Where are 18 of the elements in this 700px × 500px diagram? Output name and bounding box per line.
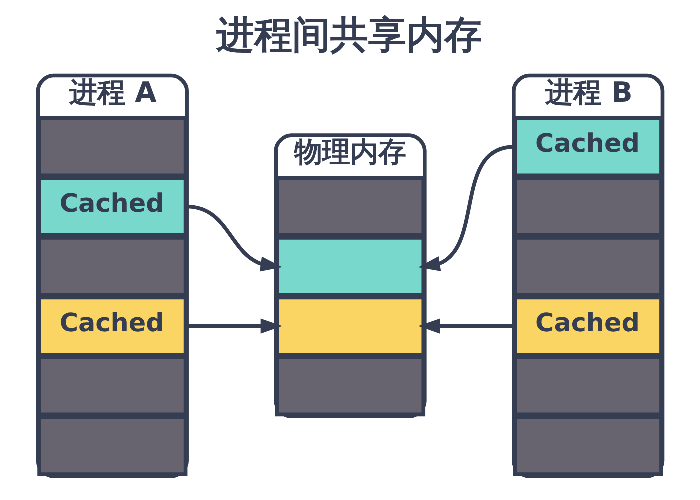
node-box bbox=[512, 176, 663, 238]
node-box bbox=[512, 415, 663, 476]
node-box: Cached bbox=[37, 176, 188, 238]
node-box bbox=[37, 415, 188, 476]
node-box: Cached bbox=[512, 116, 663, 178]
arrow bbox=[418, 318, 514, 334]
node-box bbox=[37, 356, 188, 417]
node-box bbox=[37, 236, 188, 298]
arrow bbox=[418, 145, 514, 272]
node-box: Cached bbox=[37, 296, 188, 357]
arrow bbox=[186, 204, 282, 272]
node-box bbox=[274, 356, 426, 417]
node-box: Cached bbox=[512, 296, 663, 357]
node-box bbox=[37, 116, 188, 178]
node-box bbox=[512, 236, 663, 298]
diagram-title: 进程间共享内存 bbox=[216, 12, 482, 57]
arrow bbox=[186, 318, 282, 334]
node-box bbox=[512, 356, 663, 417]
